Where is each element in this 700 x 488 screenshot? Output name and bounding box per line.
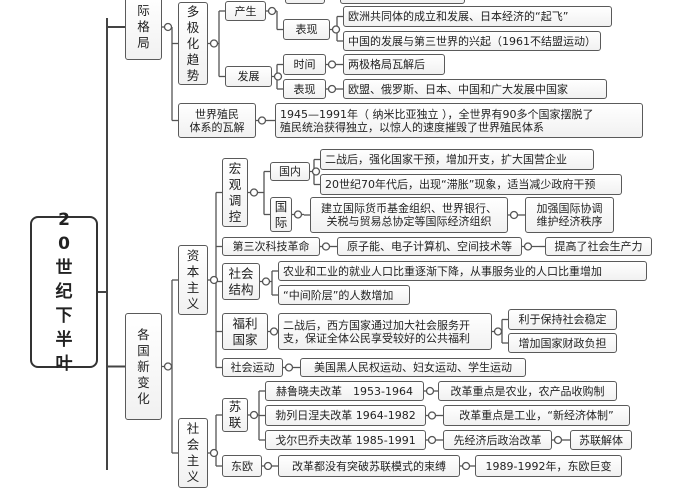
connector-knob [427, 435, 437, 445]
connector-knob [209, 39, 219, 48]
connector-knob [553, 435, 563, 445]
node-colonial-text[interactable]: 1945—1991年（ 纳米比亚独立 ），全世界有90多个国家摆脱了 殖民统治获… [275, 103, 643, 138]
node-show[interactable]: 表现 [283, 79, 326, 99]
root-node[interactable]: 20世纪下半叶 [30, 210, 98, 374]
node-welfare-result[interactable]: 利于保持社会稳定 [508, 309, 617, 330]
node-east-europe-item[interactable]: 改革都没有突破苏联模式的束缚 [278, 455, 460, 477]
connector-knob [293, 210, 303, 219]
node-reform[interactable]: 勃列日涅夫改革 1964-1982 [265, 405, 426, 426]
node-structure-item[interactable]: 农业和工业的就业人口比重逐渐下降，从事服务业的人口比重增加 [278, 261, 647, 281]
connector-knob [321, 242, 331, 251]
node-tech-result[interactable]: 提高了社会生产力 [545, 237, 652, 256]
node-develop[interactable]: 发展 [225, 66, 272, 87]
node-domestic[interactable]: 国内 [270, 162, 310, 181]
connector-knob [267, 6, 277, 16]
node-capitalism[interactable]: 资本主义 [178, 245, 208, 315]
connector-knob [263, 461, 273, 470]
node-international-item[interactable]: 建立国际货币基金组织、世界银行、 关税与贸易总协定等国际经济组织 [310, 197, 508, 233]
connector-knob [284, 363, 294, 372]
node-origin-item[interactable]: 中国的发展与第三世界的兴起（1961不结盟运动） [343, 31, 601, 51]
node-reform[interactable]: 赫鲁晓夫改革 1953-1964 [265, 381, 424, 401]
connector-knob [273, 72, 283, 81]
connector-knob [461, 461, 471, 470]
node-east-europe[interactable]: 东欧 [222, 455, 262, 477]
node-reform-outcome[interactable]: 苏联解体 [570, 430, 632, 450]
node-macro-control[interactable]: 宏观调控 [222, 158, 248, 227]
connector-knob [427, 411, 437, 420]
node-structure-item[interactable]: “中间阶层”的人数增加 [278, 285, 410, 305]
connector-knob [331, 25, 341, 34]
connector-knob [261, 277, 271, 286]
node-socialism[interactable]: 社会主义 [178, 418, 208, 488]
node-cut-top-2 [340, 0, 465, 4]
node-country-changes[interactable]: 各国新变化 [125, 313, 162, 420]
connector-knob [509, 210, 519, 220]
connector-knob [209, 275, 219, 285]
node-show-item[interactable]: 欧盟、俄罗斯、日本、中国和广大发展中国家 [343, 79, 607, 99]
connector-knob [425, 386, 435, 396]
node-reform[interactable]: 戈尔巴乔夫改革 1985-1991 [265, 430, 426, 450]
node-welfare-item[interactable]: 二战后，西方国家通过加大社会服务开 支，保证全体公民享受较好的公共福利 [278, 313, 492, 350]
node-welfare-state[interactable]: 福利国家 [222, 313, 268, 350]
node-ussr[interactable]: 苏联 [222, 398, 248, 432]
connector-knob [249, 188, 259, 197]
connector-knob [327, 84, 337, 94]
node-reform-result[interactable]: 改革重点是工业，“新经济体制” [443, 405, 630, 426]
node-domestic-item[interactable]: 20世纪70年代后，出现“滞胀”现象，适当减少政府干预 [320, 174, 622, 195]
connector-knob [249, 410, 259, 420]
node-multipolar[interactable]: 多极化趋势 [178, 2, 208, 85]
node-domestic-item[interactable]: 二战后，强化国家干预，增加开支，扩大国营企业 [320, 149, 594, 170]
node-tech-revolution[interactable]: 第三次科技革命 [222, 237, 320, 256]
connector-knob [523, 242, 533, 251]
node-international-result[interactable]: 加强国际协调 维护经济秩序 [525, 197, 614, 233]
node-colonial-collapse[interactable]: 世界殖民 体系的瓦解 [178, 103, 256, 138]
node-time-item[interactable]: 两极格局瓦解后 [343, 54, 445, 75]
node-origin-item[interactable]: 欧洲共同体的成立和发展、日本经济的“起飞” [343, 6, 612, 27]
node-east-europe-result[interactable]: 1989-1992年，东欧巨变 [475, 455, 622, 477]
node-origin-show[interactable]: 表现 [283, 19, 330, 40]
connector-lines [98, 6, 570, 470]
node-welfare-result[interactable]: 增加国家财政负担 [508, 333, 617, 353]
node-cut-top-1 [285, 0, 325, 4]
node-reform-result[interactable]: 改革重点是农业，农产品收购制 [438, 381, 617, 401]
connector-knob [163, 362, 173, 371]
node-reform-result[interactable]: 先经济后政治改革 [443, 430, 552, 450]
node-international[interactable]: 国际 [270, 197, 292, 232]
connector-knob [163, 22, 173, 32]
node-social-structure[interactable]: 社会结构 [222, 263, 260, 300]
node-international-pattern[interactable]: 际格局 [125, 0, 162, 60]
node-social-movement[interactable]: 社会运动 [222, 358, 283, 377]
node-movement-item[interactable]: 美国黑人民权运动、妇女运动、学生运动 [300, 358, 526, 377]
connector-knob [257, 116, 267, 125]
node-time[interactable]: 时间 [283, 54, 326, 75]
connector-knob [311, 167, 321, 176]
node-origin[interactable]: 产生 [225, 1, 266, 21]
connector-knob [269, 327, 279, 336]
connector-knob [493, 327, 503, 336]
connector-knob [327, 60, 337, 69]
node-tech-item[interactable]: 原子能、电子计算机、空间技术等 [337, 237, 522, 256]
connector-knob [209, 448, 219, 458]
